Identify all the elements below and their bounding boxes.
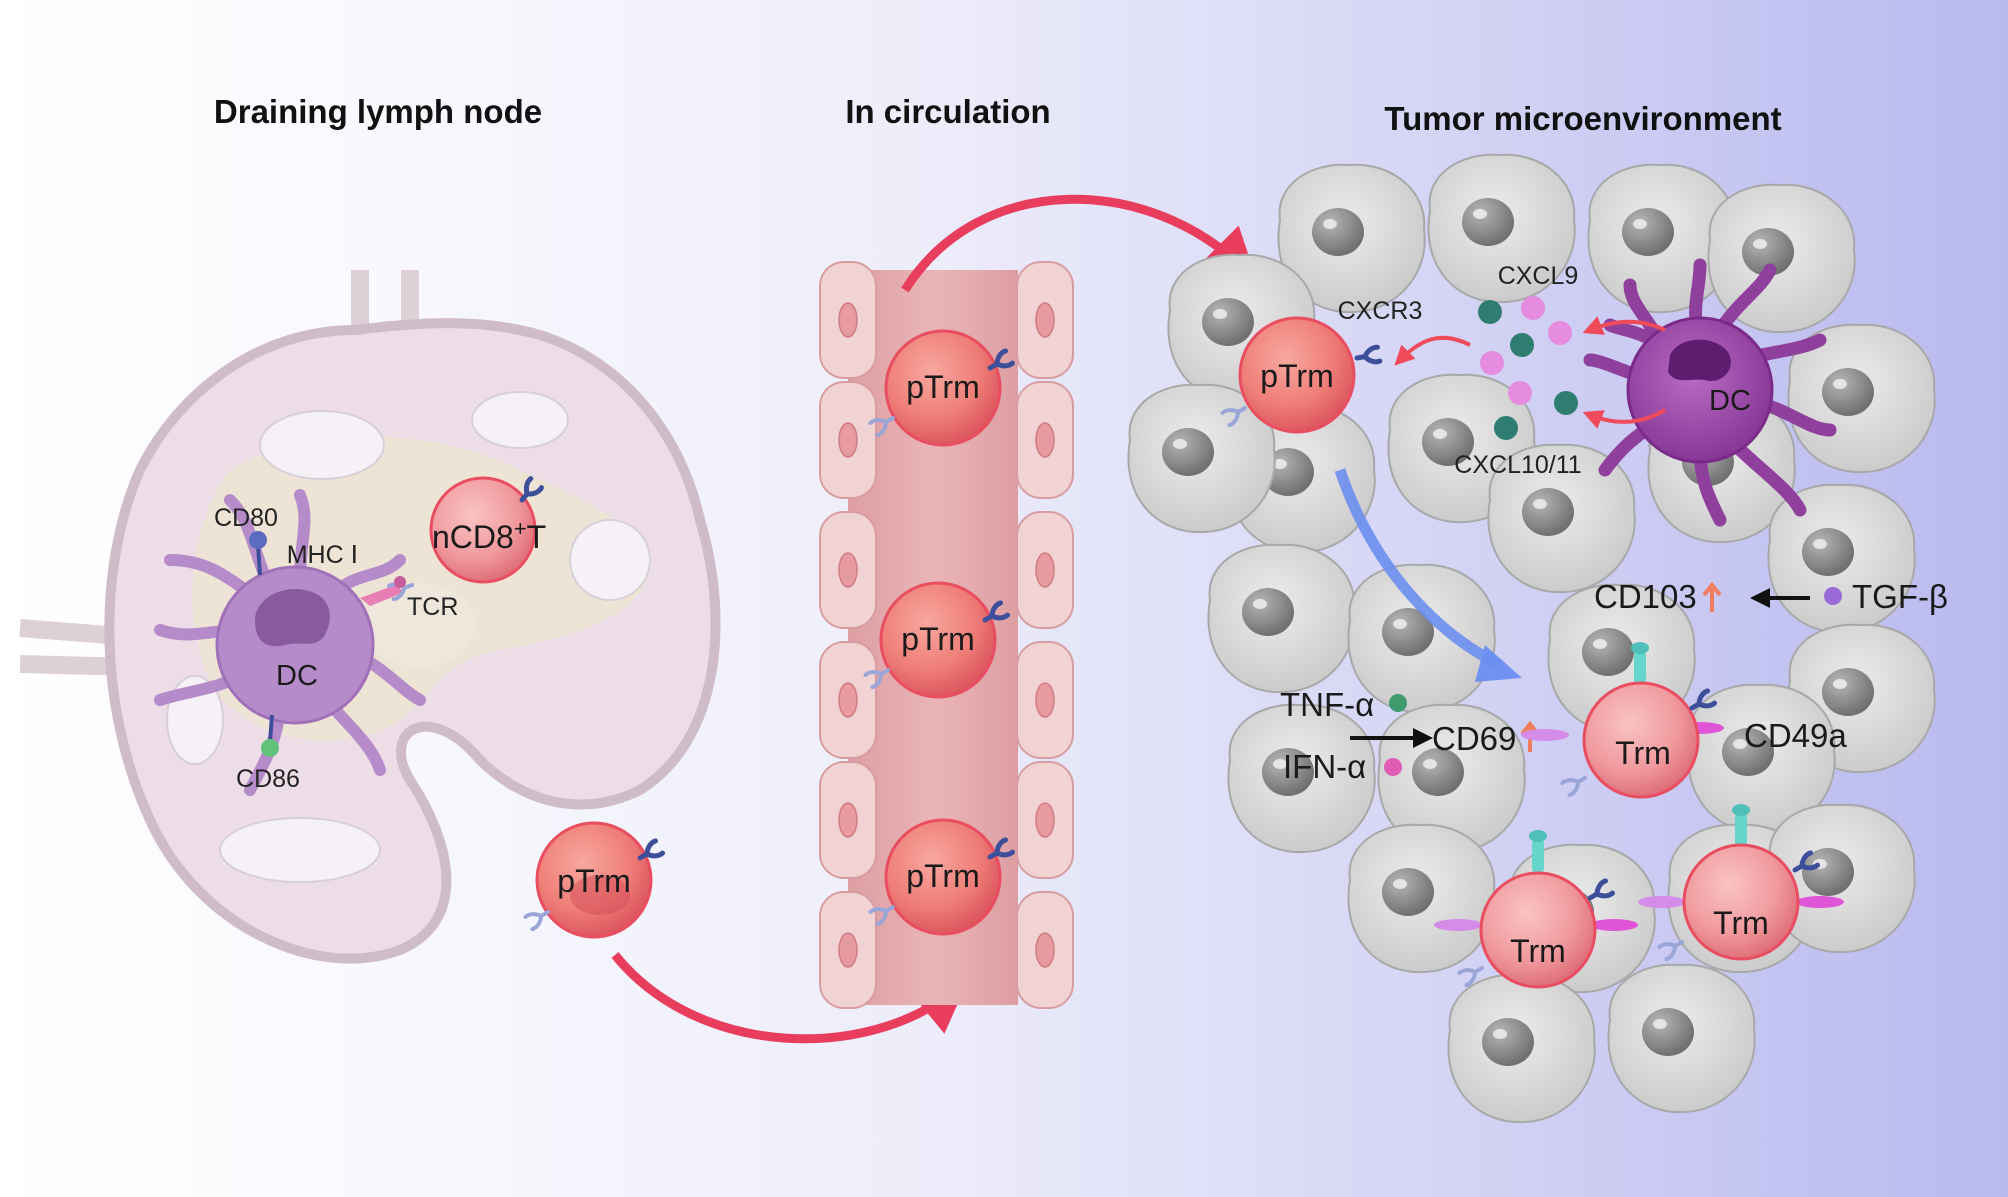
ptrm-tumor-label: pTrm	[1260, 358, 1333, 394]
chemokines	[1478, 296, 1578, 440]
mhc-label: MHC Ⅰ	[287, 541, 358, 569]
arrow-ln-to-circulation	[611, 952, 969, 1044]
cxcr3-label: CXCR3	[1338, 297, 1423, 325]
cd103-label: CD103	[1594, 578, 1697, 615]
title-tumor-microenvironment: Tumor microenvironment	[1384, 100, 1781, 137]
arrow-cxcl9-secretion	[1582, 316, 1666, 335]
trm-cell-2: Trm	[1434, 830, 1638, 989]
tgfb-label: TGF-β	[1852, 578, 1948, 615]
ptrm-circulating-2: pTrm	[863, 581, 1007, 699]
arrow-to-cxcr3	[1394, 335, 1471, 366]
dc-label-tumor: DC	[1709, 385, 1751, 417]
ptrm-circ-label-3: pTrm	[906, 858, 979, 894]
trm-label-1: Trm	[1615, 735, 1671, 771]
chemokine-dot	[1480, 351, 1504, 375]
cd80-label: CD80	[214, 504, 278, 532]
arrow-differentiation	[1334, 468, 1503, 670]
cd86-marker	[261, 739, 279, 757]
title-circulation: In circulation	[845, 93, 1050, 130]
ptrm-circulating-3: pTrm	[868, 818, 1012, 936]
cd49a-label: CD49a	[1744, 717, 1847, 754]
chemokine-dot	[1521, 296, 1545, 320]
tcr-label: TCR	[407, 593, 458, 621]
dc-tumor: DC	[1583, 258, 1837, 527]
tnfa-dot	[1389, 694, 1407, 712]
chemokine-dot	[1548, 321, 1572, 345]
trm-label-3: Trm	[1713, 905, 1769, 941]
cd103-up-arrow	[1702, 581, 1722, 612]
ptrm-circ-label-1: pTrm	[906, 369, 979, 405]
ifna-label: IFN-α	[1283, 748, 1366, 785]
cd69-label: CD69	[1432, 720, 1516, 757]
cxcl1011-label: CXCL10/11	[1454, 451, 1581, 479]
chemokine-dot	[1494, 416, 1518, 440]
arrow-cxcl1011-secretion	[1582, 408, 1667, 429]
arrow-circulation-to-tumor	[901, 194, 1258, 293]
chemokine-dot	[1478, 300, 1502, 324]
chemokine-dot	[1510, 333, 1534, 357]
dc-lymph-node: DC CD80 CD86 MHC Ⅰ TCR	[154, 489, 458, 796]
ifna-dot	[1384, 758, 1402, 776]
title-lymph-node: Draining lymph node	[214, 93, 542, 130]
ptrm-exit-label: pTrm	[557, 863, 630, 899]
ptrm-circ-label-2: pTrm	[901, 621, 974, 657]
cd86-label: CD86	[236, 765, 300, 793]
naive-cell-label: nCD8+T	[432, 516, 546, 555]
trm-cell-3: Trm	[1638, 804, 1844, 962]
trm-label-2: Trm	[1510, 933, 1566, 969]
cxcl9-label: CXCL9	[1498, 262, 1579, 290]
dc-label-ln: DC	[276, 660, 318, 692]
ptrm-tumor: pTrm	[1220, 316, 1380, 434]
naive-cd8-t-cell: nCD8+T	[429, 478, 546, 584]
tnfa-label: TNF-α	[1280, 686, 1374, 723]
cd80-marker	[249, 531, 267, 549]
ptrm-circulating-1: pTrm	[868, 329, 1012, 447]
tgfb-dot	[1824, 587, 1842, 605]
chemokine-dot	[1554, 391, 1578, 415]
ptrm-exit-cell: pTrm	[523, 821, 662, 939]
chemokine-dot	[1508, 381, 1532, 405]
trm-cell-1: Trm	[1521, 642, 1724, 799]
